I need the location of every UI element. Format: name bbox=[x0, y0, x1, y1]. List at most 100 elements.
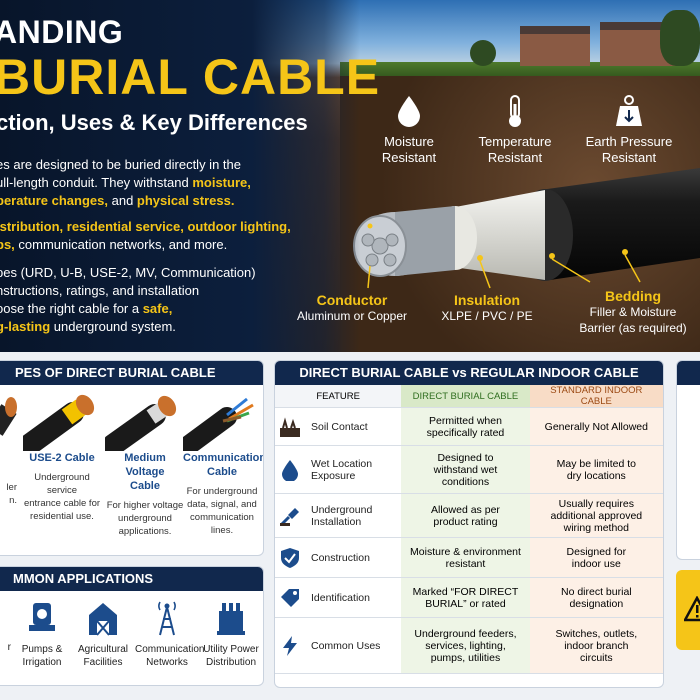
cell-line: services, lighting, bbox=[425, 639, 506, 652]
property-label: Resistant bbox=[487, 150, 543, 165]
property-label: Temperature bbox=[478, 134, 552, 149]
water-drop-icon bbox=[398, 96, 420, 127]
cell-line: designation bbox=[569, 597, 624, 610]
comparison-panel-title: DIRECT BURIAL CABLE vs REGULAR INDOOR CA… bbox=[275, 361, 663, 385]
app-label: Facilities bbox=[83, 657, 123, 668]
feature-label: Wet Location bbox=[311, 457, 373, 470]
para-highlight: g-lasting bbox=[0, 319, 51, 334]
app-label: r bbox=[7, 642, 11, 653]
feature-label: Construction bbox=[311, 551, 370, 564]
intro-paragraph-2: istribution, residential service, outdoo… bbox=[0, 218, 296, 254]
indoor-cell: Generally Not Allowed bbox=[529, 407, 663, 446]
tree-shape bbox=[660, 10, 700, 66]
bedding-title: Bedding bbox=[605, 288, 661, 304]
desc-line: applications. bbox=[118, 526, 172, 537]
barn-icon bbox=[89, 603, 117, 636]
right-panel-edge bbox=[676, 360, 700, 560]
thermometer-icon bbox=[509, 95, 521, 127]
hero-text-overlay bbox=[0, 0, 360, 352]
property-earth-pressure: Earth Pressure Resistant bbox=[574, 94, 684, 166]
para-line: g-lasting underground system. bbox=[0, 318, 296, 336]
cell-line: pumps, utilities bbox=[430, 651, 501, 664]
house-shape bbox=[520, 26, 590, 66]
intro-paragraph-1: es are designed to be buried directly in… bbox=[0, 156, 296, 210]
para-line: nstructions, ratings, and installation bbox=[0, 283, 200, 298]
desc-line: underground bbox=[118, 513, 172, 524]
app-label: Irrigation bbox=[22, 657, 62, 668]
cell-line: Switches, outlets, bbox=[555, 627, 638, 640]
property-label: Moisture bbox=[384, 134, 434, 149]
soil-icon bbox=[280, 416, 300, 437]
cell-line: May be limited to bbox=[556, 457, 636, 470]
property-label: Earth Pressure bbox=[585, 134, 673, 149]
mv-cable-icon bbox=[105, 395, 177, 451]
property-temperature: Temperature Resistant bbox=[460, 94, 570, 166]
cell-line: Underground feeders, bbox=[414, 627, 517, 640]
subtitle: ction, Uses & Key Differences bbox=[0, 110, 308, 135]
feature-label: Common Uses bbox=[311, 639, 381, 652]
cell-line: product rating bbox=[433, 515, 498, 528]
insulation-title: Insulation bbox=[453, 292, 521, 308]
feature-cell: Identification bbox=[275, 577, 402, 618]
para-highlight: safe, bbox=[142, 301, 173, 316]
app-label: Utility Power bbox=[203, 644, 259, 655]
cell-line: additional approved bbox=[550, 509, 643, 522]
comparison-panel: DIRECT BURIAL CABLE vs REGULAR INDOOR CA… bbox=[274, 360, 664, 688]
feature-cell: Construction bbox=[275, 537, 402, 578]
desc-line: entrance cable for bbox=[23, 498, 101, 509]
app-label: Distribution bbox=[205, 657, 257, 668]
app-item-agricultural: Agricultural Facilities bbox=[73, 597, 133, 685]
comparison-header-row: FEATURE DIRECT BURIAL CABLE STANDARD IND… bbox=[275, 385, 663, 408]
pump-icon bbox=[29, 603, 55, 631]
cell-line: resistant bbox=[445, 557, 486, 570]
desc-line: For underground bbox=[186, 486, 258, 497]
para-text: communication networks, and more. bbox=[14, 237, 228, 252]
para-text: and bbox=[108, 193, 137, 208]
app-item-utility: Utility Power Distribution bbox=[201, 597, 261, 685]
cell-line: circuits bbox=[579, 651, 613, 664]
shield-check-icon bbox=[281, 547, 299, 568]
title-line-1: ANDING bbox=[0, 14, 124, 50]
para-text: ull-length conduit. They withstand bbox=[0, 175, 193, 190]
water-drop-icon bbox=[282, 459, 298, 481]
insulation-desc: XLPE / PVC / PE bbox=[441, 309, 533, 323]
types-panel-title: PES OF DIRECT BURIAL CABLE bbox=[0, 361, 263, 385]
cell-line: wiring method bbox=[563, 521, 629, 534]
feature-label: Underground bbox=[311, 503, 373, 516]
weight-icon bbox=[616, 95, 642, 126]
shovel-icon bbox=[280, 507, 299, 526]
para-line: ull-length conduit. They withstand moist… bbox=[0, 174, 296, 192]
desc-line: ler bbox=[6, 482, 17, 493]
header-direct-burial: DIRECT BURIAL CABLE bbox=[401, 385, 530, 408]
app-label: Networks bbox=[146, 657, 188, 668]
para-text: underground system. bbox=[50, 319, 176, 334]
cell-line: Designed to bbox=[437, 451, 494, 464]
property-label: Resistant bbox=[381, 150, 437, 165]
desc-line: For higher voltage bbox=[106, 500, 184, 511]
type-name: Cable bbox=[130, 480, 160, 492]
feature-label: Exposure bbox=[311, 469, 356, 482]
type-name: Cable bbox=[207, 466, 237, 478]
app-item-communication: Communication Networks bbox=[135, 597, 204, 685]
desc-line: n. bbox=[9, 495, 17, 506]
antenna-tower-icon bbox=[158, 601, 176, 636]
para-highlight: perature changes, bbox=[0, 193, 108, 208]
cell-line: indoor use bbox=[571, 557, 621, 570]
cell-line: Generally Not Allowed bbox=[544, 420, 648, 433]
conductor-title: Conductor bbox=[316, 292, 388, 308]
transformer-icon bbox=[217, 603, 245, 635]
cell-line: BURIAL” or rated bbox=[425, 597, 506, 610]
conductor-label: Conductor Aluminum or Copper bbox=[296, 292, 408, 324]
cell-line: Designed for bbox=[566, 545, 627, 558]
cell-line: Moisture & environment bbox=[410, 545, 521, 558]
